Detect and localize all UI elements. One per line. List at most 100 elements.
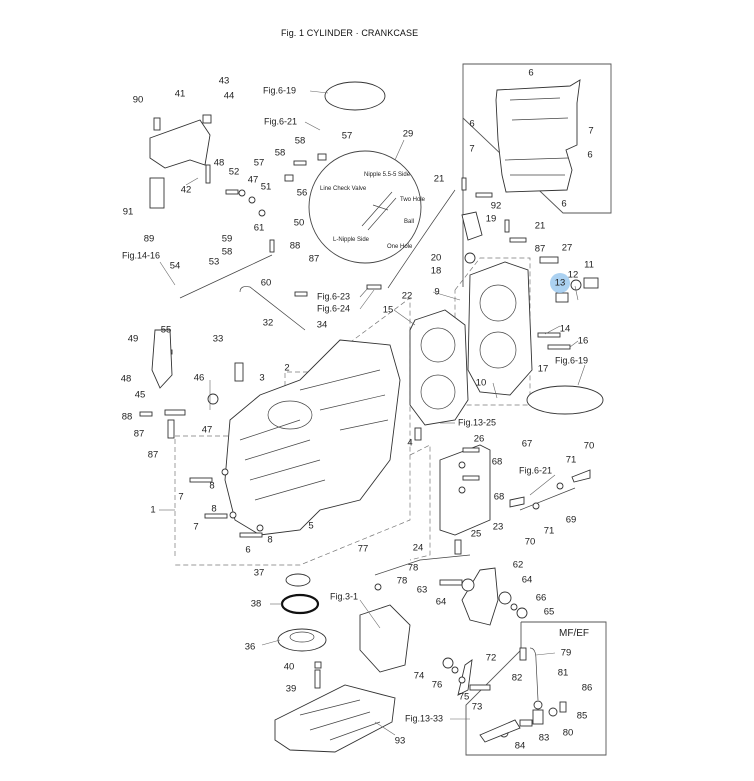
part-callout-89[interactable]: 89: [143, 233, 155, 245]
part-callout-13[interactable]: 13: [554, 277, 566, 289]
part-callout-8[interactable]: 8: [209, 480, 215, 492]
part-callout-87[interactable]: 87: [147, 449, 159, 461]
part-callout-71[interactable]: 71: [565, 454, 577, 466]
part-callout-87[interactable]: 87: [133, 428, 145, 440]
figure-ref-link[interactable]: Fig.14-16: [122, 250, 161, 261]
part-callout-47[interactable]: 47: [247, 174, 259, 186]
part-callout-34[interactable]: 34: [316, 319, 328, 331]
part-callout-40[interactable]: 40: [283, 661, 295, 673]
part-callout-90[interactable]: 90: [132, 94, 144, 106]
part-callout-80[interactable]: 80: [562, 727, 574, 739]
part-callout-58[interactable]: 58: [274, 147, 286, 159]
part-callout-1[interactable]: 1: [150, 504, 156, 516]
part-callout-70[interactable]: 70: [583, 440, 595, 452]
part-callout-58[interactable]: 58: [294, 135, 306, 147]
part-callout-52[interactable]: 52: [228, 166, 240, 178]
part-callout-23[interactable]: 23: [492, 521, 504, 533]
part-callout-18[interactable]: 18: [430, 265, 442, 277]
part-callout-88[interactable]: 88: [121, 411, 133, 423]
figure-ref-link[interactable]: Fig.6-21: [519, 465, 553, 476]
part-callout-6[interactable]: 6: [561, 198, 567, 210]
part-callout-62[interactable]: 62: [512, 559, 524, 571]
part-callout-71[interactable]: 71: [543, 525, 555, 537]
part-callout-48[interactable]: 48: [120, 373, 132, 385]
part-callout-3[interactable]: 3: [259, 372, 265, 384]
figure-ref-link[interactable]: Fig.13-33: [405, 713, 444, 724]
figure-ref-link[interactable]: Fig.6-21: [264, 116, 298, 127]
part-callout-64[interactable]: 64: [521, 574, 533, 586]
part-callout-61[interactable]: 61: [253, 222, 265, 234]
part-callout-57[interactable]: 57: [253, 157, 265, 169]
part-callout-76[interactable]: 76: [431, 679, 443, 691]
part-callout-7[interactable]: 7: [588, 125, 594, 137]
part-callout-22[interactable]: 22: [401, 290, 413, 302]
part-callout-43[interactable]: 43: [218, 75, 230, 87]
part-callout-6[interactable]: 6: [245, 544, 251, 556]
part-callout-60[interactable]: 60: [260, 277, 272, 289]
part-callout-11[interactable]: 11: [584, 259, 594, 271]
part-callout-65[interactable]: 65: [543, 606, 555, 618]
part-callout-49[interactable]: 49: [127, 333, 139, 345]
part-callout-81[interactable]: 81: [557, 667, 569, 679]
part-callout-79[interactable]: 79: [560, 647, 572, 659]
part-callout-6[interactable]: 6: [528, 67, 534, 79]
part-callout-12[interactable]: 12: [567, 269, 579, 281]
part-callout-21[interactable]: 21: [534, 220, 546, 232]
part-callout-6[interactable]: 6: [587, 149, 593, 161]
part-callout-42[interactable]: 42: [180, 184, 192, 196]
figure-ref-link[interactable]: Fig.6-24: [317, 303, 351, 314]
part-callout-68[interactable]: 68: [493, 491, 505, 503]
part-callout-87[interactable]: 87: [534, 243, 546, 255]
part-callout-92[interactable]: 92: [490, 200, 502, 212]
part-callout-53[interactable]: 53: [208, 256, 220, 268]
part-callout-9[interactable]: 9: [434, 286, 440, 298]
part-callout-78[interactable]: 78: [407, 562, 419, 574]
part-callout-91[interactable]: 91: [122, 206, 134, 218]
part-callout-70[interactable]: 70: [524, 536, 536, 548]
part-callout-14[interactable]: 14: [559, 323, 571, 335]
part-callout-73[interactable]: 73: [471, 701, 483, 713]
part-callout-17[interactable]: 17: [537, 363, 549, 375]
part-callout-38[interactable]: 38: [250, 598, 262, 610]
part-callout-69[interactable]: 69: [565, 514, 577, 526]
part-callout-27[interactable]: 27: [561, 242, 573, 254]
part-callout-2[interactable]: 2: [284, 362, 290, 374]
part-callout-72[interactable]: 72: [485, 652, 497, 664]
part-callout-29[interactable]: 29: [402, 128, 414, 140]
figure-ref-link[interactable]: Fig.6-23: [317, 291, 351, 302]
part-callout-7[interactable]: 7: [178, 491, 184, 503]
part-callout-21[interactable]: 21: [433, 173, 445, 185]
part-callout-44[interactable]: 44: [223, 90, 235, 102]
part-callout-37[interactable]: 37: [253, 567, 265, 579]
part-callout-67[interactable]: 67: [521, 438, 533, 450]
part-callout-82[interactable]: 82: [511, 672, 523, 684]
part-callout-7[interactable]: 7: [469, 143, 475, 155]
part-callout-48[interactable]: 48: [213, 157, 225, 169]
part-callout-68[interactable]: 68: [491, 456, 503, 468]
part-callout-8[interactable]: 8: [211, 503, 217, 515]
part-callout-39[interactable]: 39: [285, 683, 297, 695]
part-callout-45[interactable]: 45: [134, 389, 146, 401]
part-callout-33[interactable]: 33: [212, 333, 224, 345]
part-callout-32[interactable]: 32: [262, 317, 274, 329]
part-callout-55[interactable]: 55: [160, 324, 172, 336]
part-callout-10[interactable]: 10: [475, 377, 487, 389]
part-callout-59[interactable]: 59: [221, 233, 233, 245]
part-callout-36[interactable]: 36: [244, 641, 256, 653]
part-callout-15[interactable]: 15: [382, 304, 394, 316]
part-callout-8[interactable]: 8: [267, 534, 273, 546]
part-callout-64[interactable]: 64: [435, 596, 447, 608]
part-callout-24[interactable]: 24: [412, 542, 424, 554]
part-callout-56[interactable]: 56: [296, 187, 308, 199]
part-callout-74[interactable]: 74: [413, 670, 425, 682]
part-callout-47[interactable]: 47: [201, 424, 213, 436]
part-callout-5[interactable]: 5: [308, 520, 314, 532]
part-callout-54[interactable]: 54: [169, 260, 181, 272]
part-callout-84[interactable]: 84: [514, 740, 526, 752]
part-callout-51[interactable]: 51: [260, 181, 272, 193]
part-callout-93[interactable]: 93: [394, 735, 406, 747]
part-callout-85[interactable]: 85: [576, 710, 588, 722]
part-callout-7[interactable]: 7: [193, 521, 199, 533]
part-callout-41[interactable]: 41: [174, 88, 186, 100]
part-callout-19[interactable]: 19: [485, 213, 497, 225]
